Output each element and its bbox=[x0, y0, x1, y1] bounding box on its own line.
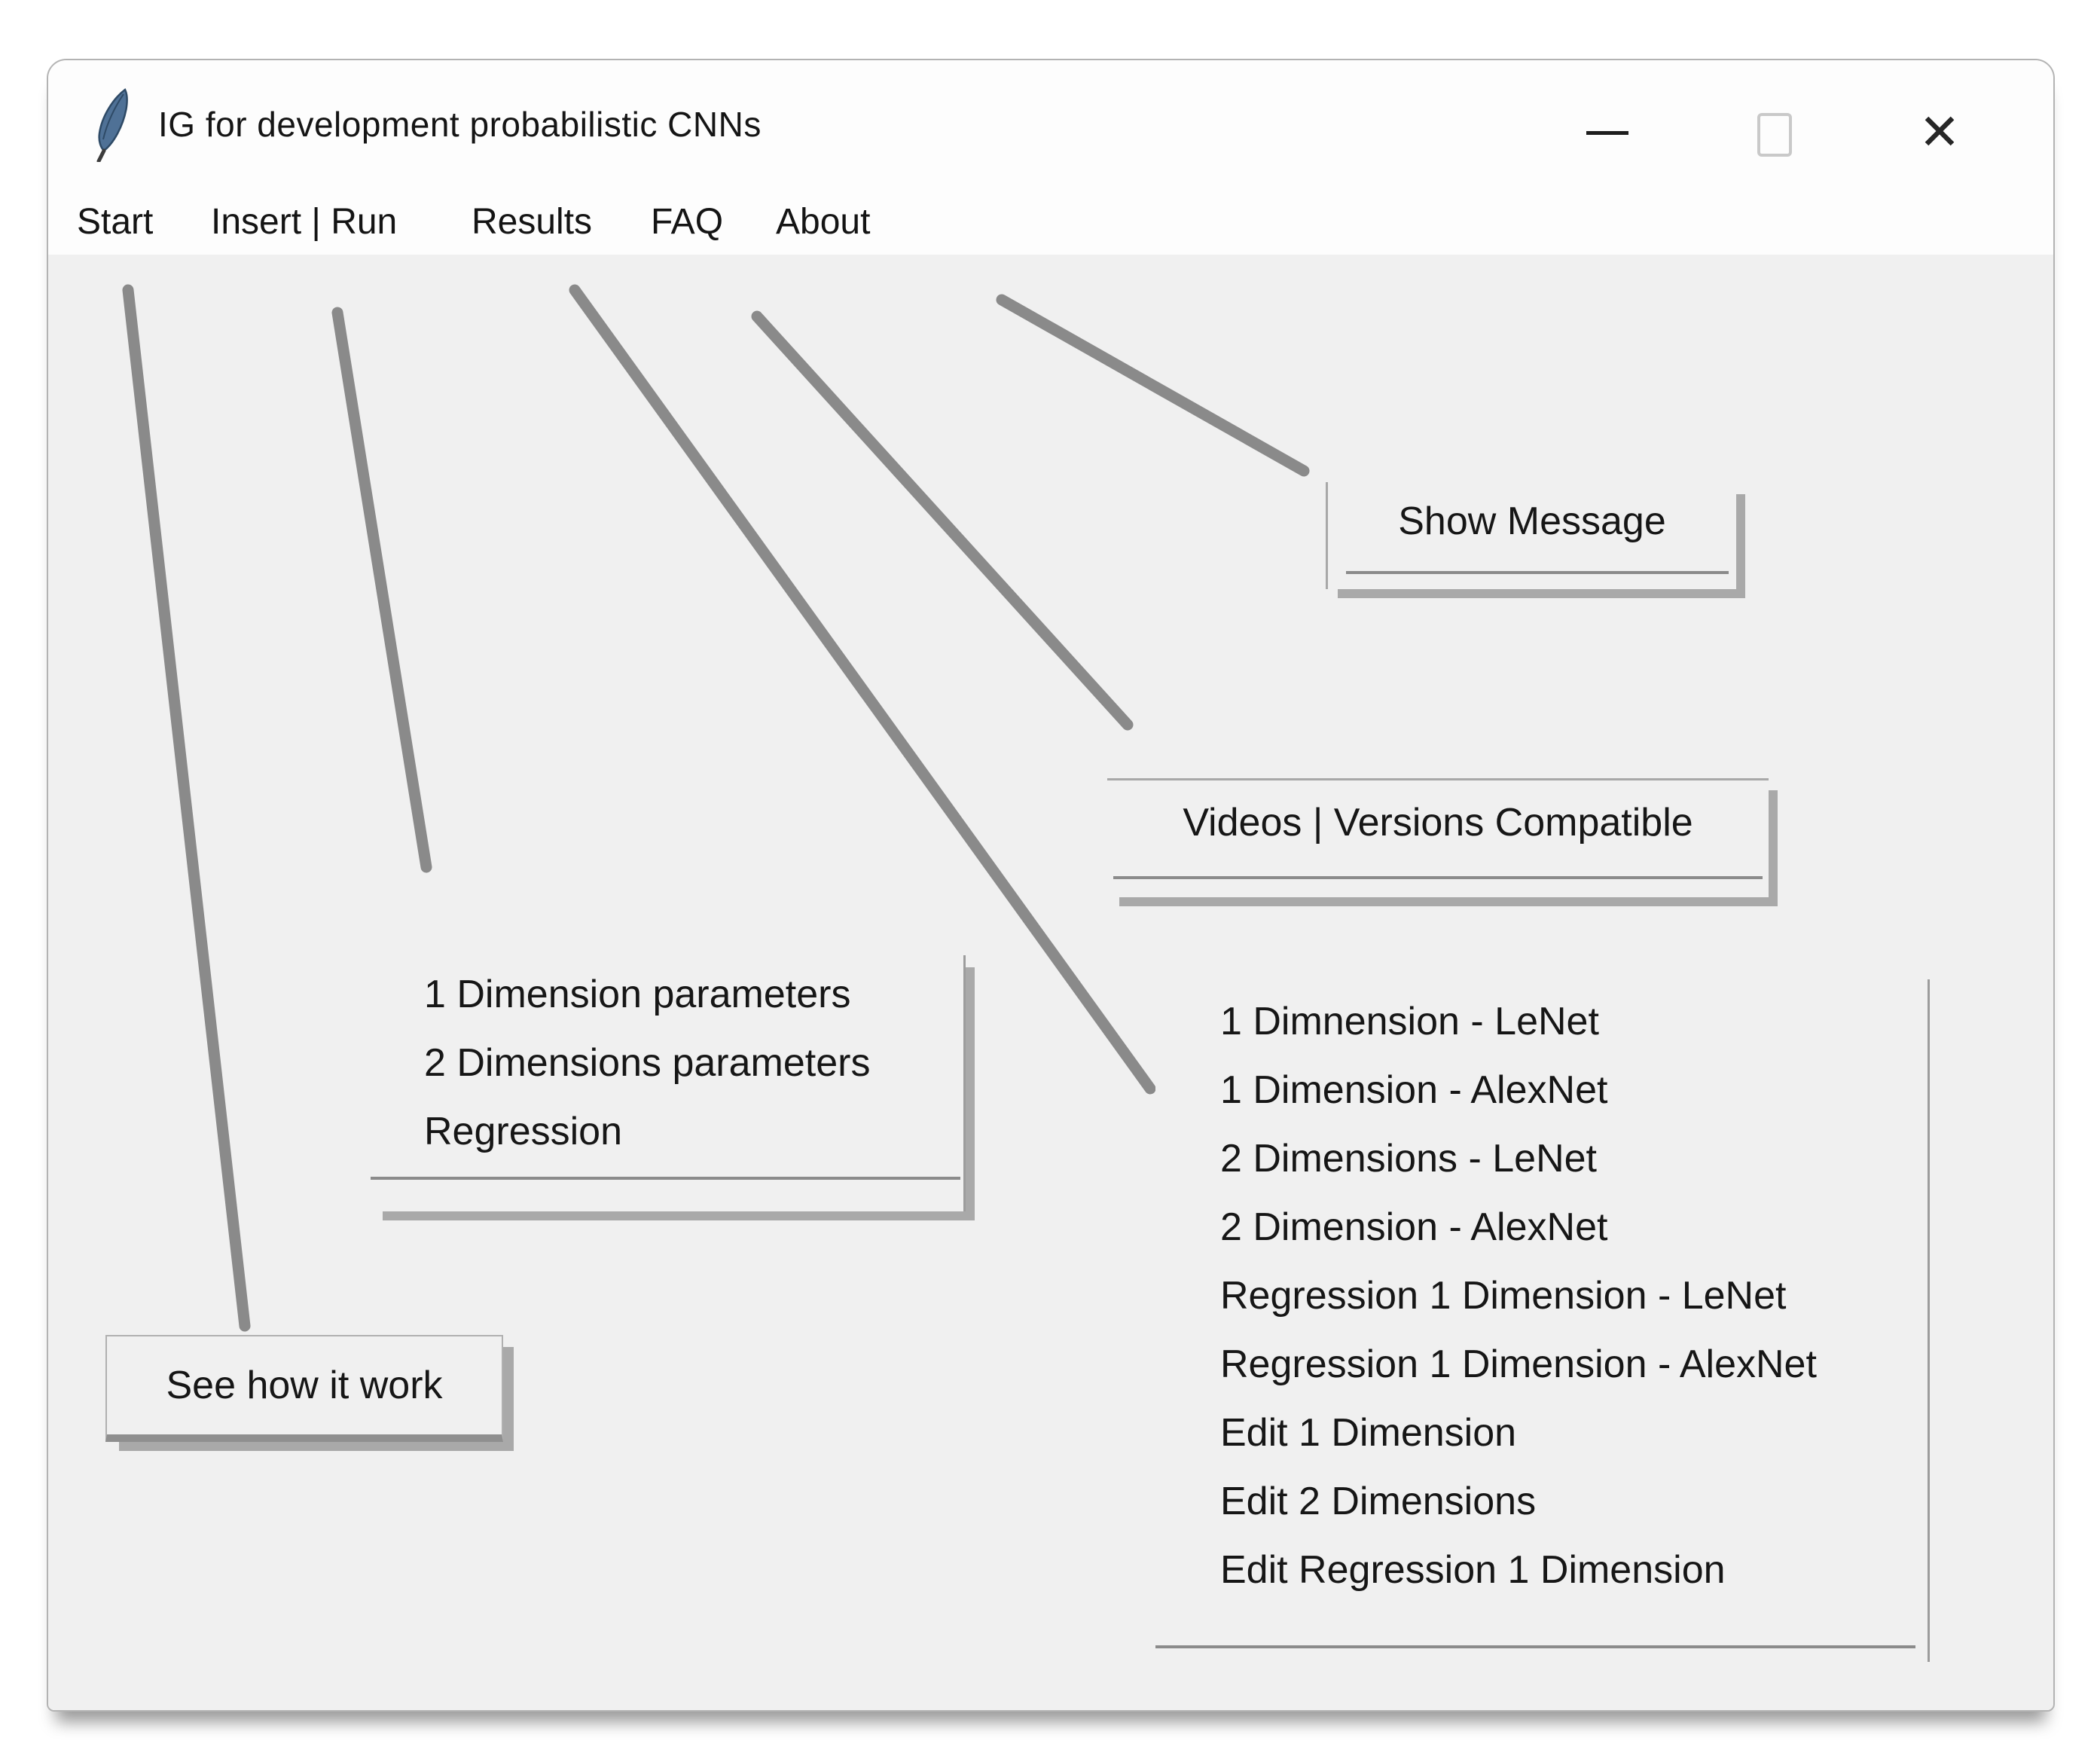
menu-separator bbox=[1346, 571, 1729, 574]
menu-entry-2-dimension-alexnet[interactable]: 2 Dimension - AlexNet bbox=[1220, 1205, 1608, 1249]
menubar: Start Insert | Run Results FAQ About bbox=[48, 188, 2053, 255]
menu-entry-2d-parameters[interactable]: 2 Dimensions parameters bbox=[424, 1040, 871, 1085]
close-button[interactable]: ✕ bbox=[1913, 98, 1966, 166]
menu-insert-run[interactable]: Insert | Run bbox=[211, 201, 398, 242]
menu-entry-1d-parameters[interactable]: 1 Dimension parameters bbox=[424, 972, 851, 1016]
menu-separator bbox=[1155, 1645, 1915, 1648]
menu-faq[interactable]: FAQ bbox=[651, 201, 724, 242]
window-title: IG for development probabilistic CNNs bbox=[158, 105, 762, 144]
menu-results[interactable]: Results bbox=[472, 201, 593, 242]
menu-entry-videos-versions[interactable]: Videos | Versions Compatible bbox=[1183, 801, 1693, 845]
about-menu-popup: Show Message bbox=[1326, 482, 1736, 589]
feather-app-icon bbox=[96, 88, 128, 162]
menu-about[interactable]: About bbox=[776, 201, 871, 242]
maximize-icon bbox=[1757, 113, 1792, 157]
titlebar: IG for development probabilistic CNNs ✕ bbox=[48, 60, 2053, 188]
faq-menu-popup: Videos | Versions Compatible bbox=[1107, 778, 1769, 897]
maximize-button[interactable] bbox=[1757, 113, 1793, 157]
menu-entry-regression[interactable]: Regression bbox=[424, 1109, 623, 1153]
menu-entry-edit-2-dimensions[interactable]: Edit 2 Dimensions bbox=[1220, 1479, 1537, 1523]
menu-entry-2-dimensions-lenet[interactable]: 2 Dimensions - LeNet bbox=[1220, 1136, 1597, 1181]
insert-run-menu-popup: 1 Dimension parameters 2 Dimensions para… bbox=[371, 955, 966, 1211]
menu-separator bbox=[1113, 876, 1763, 879]
minimize-icon bbox=[1586, 130, 1628, 135]
minimize-button[interactable] bbox=[1585, 124, 1630, 142]
menu-start[interactable]: Start bbox=[77, 201, 154, 242]
menu-entry-edit-1-dimension[interactable]: Edit 1 Dimension bbox=[1220, 1410, 1517, 1455]
menu-entry-regression-1d-lenet[interactable]: Regression 1 Dimension - LeNet bbox=[1220, 1273, 1787, 1318]
start-menu-popup: See how it work bbox=[105, 1335, 503, 1442]
menu-separator bbox=[371, 1177, 960, 1180]
menu-entry-1-dimension-alexnet[interactable]: 1 Dimension - AlexNet bbox=[1220, 1068, 1608, 1112]
close-icon: ✕ bbox=[1918, 103, 1961, 160]
menu-entry-show-message[interactable]: Show Message bbox=[1398, 499, 1666, 543]
results-menu-popup: 1 Dimnension - LeNet 1 Dimension - AlexN… bbox=[1155, 979, 1930, 1662]
menu-entry-see-how-it-work[interactable]: See how it work bbox=[166, 1364, 443, 1407]
menu-entry-edit-regression-1d[interactable]: Edit Regression 1 Dimension bbox=[1220, 1547, 1726, 1592]
menu-entry-1-dimnension-lenet[interactable]: 1 Dimnension - LeNet bbox=[1220, 999, 1599, 1043]
menu-entry-regression-1d-alexnet[interactable]: Regression 1 Dimension - AlexNet bbox=[1220, 1342, 1817, 1386]
